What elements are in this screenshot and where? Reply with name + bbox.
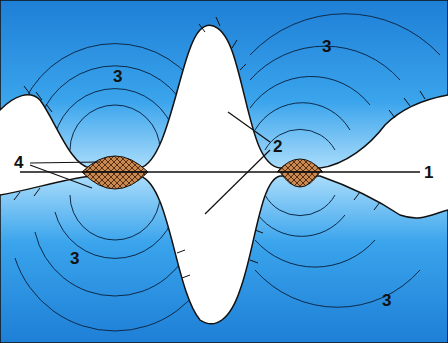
callout-number: 3 [113, 68, 122, 85]
callout-number: 1 [424, 164, 433, 181]
callout-number: 3 [322, 38, 331, 55]
callout-number: 4 [14, 154, 23, 171]
callout-number: 3 [70, 250, 79, 267]
callout-number: 2 [273, 138, 282, 155]
callout-number: 3 [382, 292, 391, 309]
